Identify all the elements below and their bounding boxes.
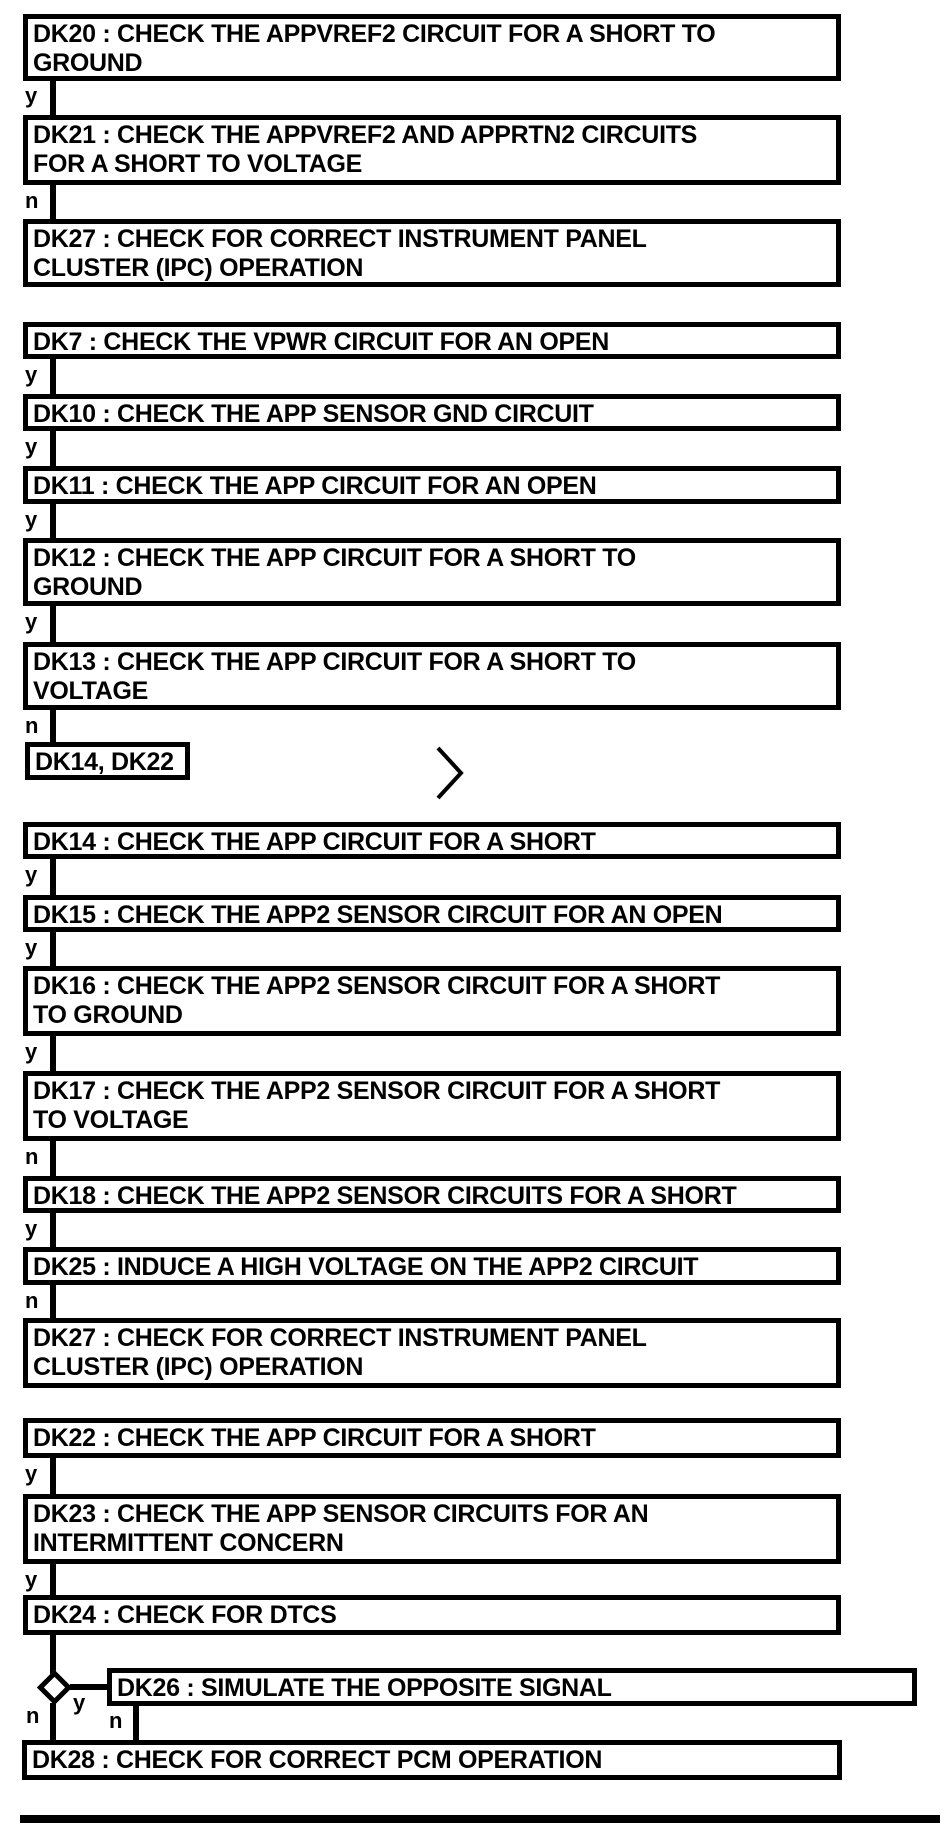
flow-box-dk22: DK22 : CHECK THE APP CIRCUIT FOR A SHORT xyxy=(23,1418,841,1458)
label-yes-dk15: y xyxy=(25,935,38,960)
connector-decision-dk26 xyxy=(70,1684,107,1690)
label-no-dk25: n xyxy=(25,1288,39,1313)
connector-dk11-dk12 xyxy=(50,502,56,543)
connector-dk25-dk27 xyxy=(50,1283,56,1323)
connector-dk23-dk24 xyxy=(50,1562,56,1600)
label-no-dk21: n xyxy=(25,188,39,213)
flow-box-dk27-top: DK27 : CHECK FOR CORRECT INSTRUMENT PANE… xyxy=(23,219,841,287)
label-yes-dk12: y xyxy=(25,609,38,634)
decision-diamond-icon xyxy=(36,1669,73,1706)
flow-box-dk14: DK14 : CHECK THE APP CIRCUIT FOR A SHORT xyxy=(23,822,841,859)
flow-box-dk25: DK25 : INDUCE A HIGH VOLTAGE ON THE APP2… xyxy=(23,1247,841,1285)
flow-box-dk7: DK7 : CHECK THE VPWR CIRCUIT FOR AN OPEN xyxy=(23,322,841,359)
connector-dk17-dk18 xyxy=(50,1139,56,1181)
flow-box-dk14-dk22-ref: DK14, DK22 xyxy=(25,742,190,780)
label-yes-dk11: y xyxy=(25,507,38,532)
flow-box-dk21: DK21 : CHECK THE APPVREF2 AND APPRTN2 CI… xyxy=(23,115,841,185)
flow-box-dk24: DK24 : CHECK FOR DTCS xyxy=(23,1595,841,1635)
flow-box-dk15: DK15 : CHECK THE APP2 SENSOR CIRCUIT FOR… xyxy=(23,895,841,932)
connector-dk21-dk27 xyxy=(50,183,56,224)
connector-dk26-dk28 xyxy=(133,1704,139,1745)
flow-box-dk23: DK23 : CHECK THE APP SENSOR CIRCUITS FOR… xyxy=(23,1494,841,1564)
connector-dk10-dk11 xyxy=(50,429,56,471)
label-yes-dk18: y xyxy=(25,1216,38,1241)
flow-box-dk28: DK28 : CHECK FOR CORRECT PCM OPERATION xyxy=(22,1740,842,1780)
label-no-dk17: n xyxy=(25,1144,39,1169)
connector-dk7-dk10 xyxy=(50,357,56,399)
label-no-dk26: n xyxy=(109,1708,123,1733)
section-divider xyxy=(20,1815,940,1823)
connector-dk20-dk21 xyxy=(50,79,56,120)
connector-dk22-dk23 xyxy=(50,1456,56,1499)
label-yes-dk20: y xyxy=(25,83,38,108)
label-no-decision: n xyxy=(26,1703,40,1728)
chevron-right-icon xyxy=(436,746,464,800)
connector-dk12-dk13 xyxy=(50,604,56,647)
label-yes-dk10: y xyxy=(25,434,38,459)
flow-box-dk13: DK13 : CHECK THE APP CIRCUIT FOR A SHORT… xyxy=(23,642,841,710)
flow-box-dk11: DK11 : CHECK THE APP CIRCUIT FOR AN OPEN xyxy=(23,466,841,504)
flow-box-dk12: DK12 : CHECK THE APP CIRCUIT FOR A SHORT… xyxy=(23,538,841,606)
label-yes-decision: y xyxy=(73,1690,86,1715)
label-yes-dk23: y xyxy=(25,1567,38,1592)
flow-box-dk18: DK18 : CHECK THE APP2 SENSOR CIRCUITS FO… xyxy=(23,1176,841,1213)
flow-box-dk17: DK17 : CHECK THE APP2 SENSOR CIRCUIT FOR… xyxy=(23,1071,841,1141)
connector-decision-dk28 xyxy=(50,1703,56,1745)
flow-box-dk20: DK20 : CHECK THE APPVREF2 CIRCUIT FOR A … xyxy=(23,14,841,81)
label-yes-dk16: y xyxy=(25,1039,38,1064)
flow-box-dk10: DK10 : CHECK THE APP SENSOR GND CIRCUIT xyxy=(23,394,841,431)
label-no-dk13: n xyxy=(25,713,39,738)
connector-dk18-dk25 xyxy=(50,1211,56,1252)
connector-dk13-ref xyxy=(50,708,56,747)
label-yes-dk7: y xyxy=(25,362,38,387)
connector-dk15-dk16 xyxy=(50,930,56,971)
connector-dk14-dk15 xyxy=(50,857,56,900)
connector-dk16-dk17 xyxy=(50,1034,56,1076)
flow-box-dk27-bottom: DK27 : CHECK FOR CORRECT INSTRUMENT PANE… xyxy=(23,1318,841,1388)
label-yes-dk22: y xyxy=(25,1461,38,1486)
flow-box-dk16: DK16 : CHECK THE APP2 SENSOR CIRCUIT FOR… xyxy=(23,966,841,1036)
label-yes-dk14: y xyxy=(25,862,38,887)
connector-dk24-decision xyxy=(50,1633,56,1675)
flow-box-dk26: DK26 : SIMULATE THE OPPOSITE SIGNAL xyxy=(107,1668,917,1706)
